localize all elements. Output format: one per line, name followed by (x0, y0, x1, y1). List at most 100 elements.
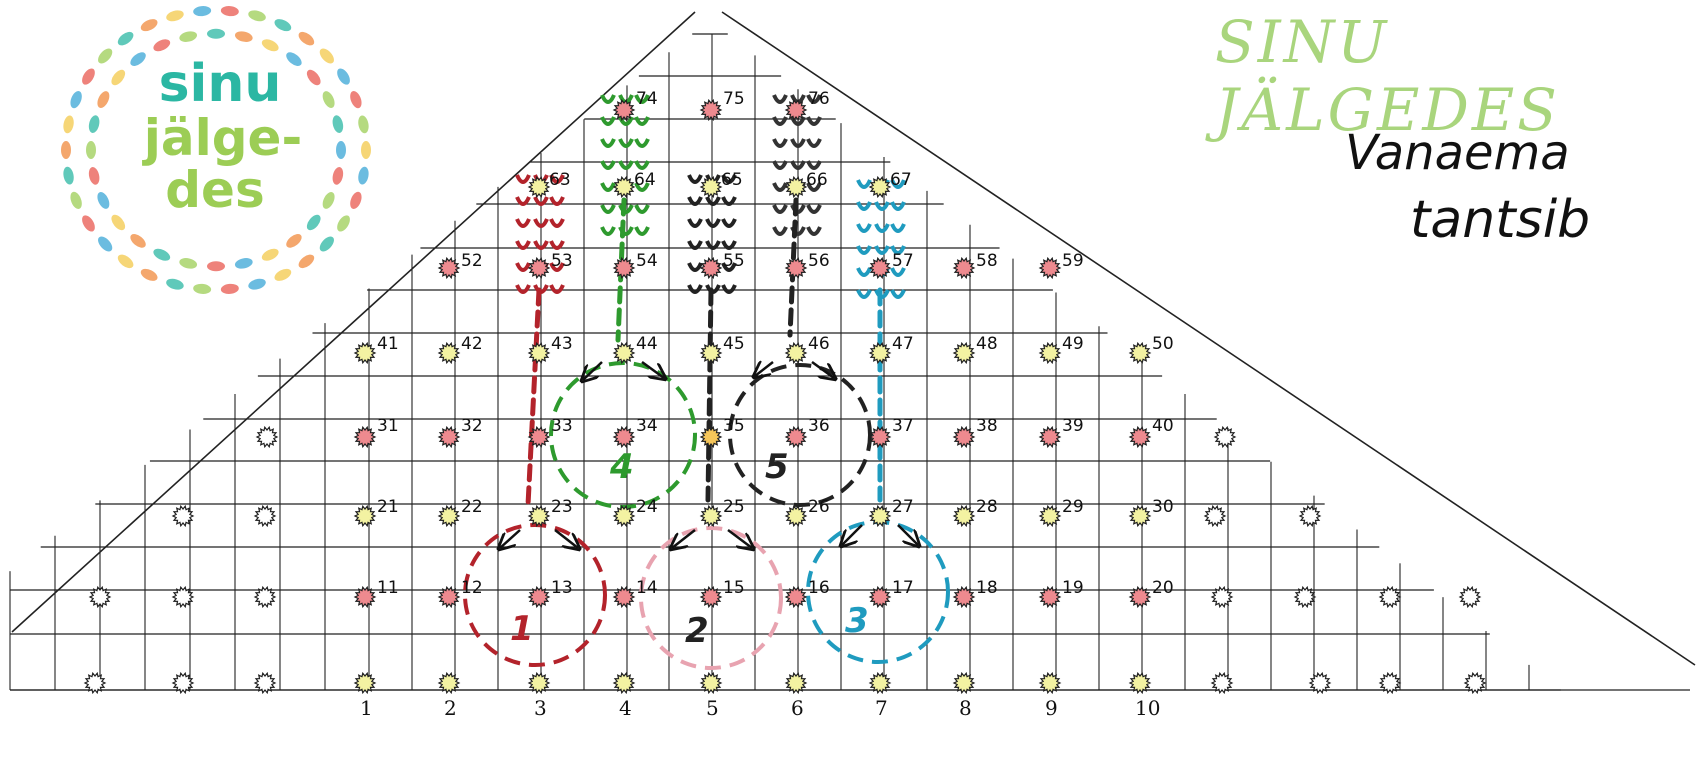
position-number-74: 74 (636, 89, 658, 109)
position-number-50: 50 (1152, 334, 1174, 354)
subtitle-line-2: tantsib (1410, 190, 1590, 250)
column-label-1: 1 (360, 696, 373, 720)
dot-yellow (529, 343, 549, 362)
position-number-44: 44 (636, 334, 658, 354)
position-number-46: 46 (808, 334, 830, 354)
circle-number-1: 1 (510, 609, 534, 649)
dot-yellow (701, 506, 721, 525)
position-number-38: 38 (976, 416, 998, 436)
position-number-21: 21 (377, 497, 399, 517)
logo-footprint (207, 261, 225, 271)
logo-footprint (68, 89, 84, 109)
logo-footprint (87, 114, 101, 134)
logo-line-2: jälge- (128, 113, 318, 163)
logo-footprint (151, 246, 172, 263)
position-number-16: 16 (808, 578, 830, 598)
dot-pink (614, 258, 634, 277)
position-number-18: 18 (976, 578, 998, 598)
logo-footprint (296, 252, 316, 271)
footprints-blue (858, 202, 904, 209)
position-number-12: 12 (461, 578, 483, 598)
logo-footprint (95, 46, 115, 66)
dot-pink (355, 427, 375, 446)
direction-arrow (500, 530, 520, 548)
dot-pink (1040, 427, 1060, 446)
circle-number-2: 2 (685, 611, 709, 651)
position-number-11: 11 (377, 578, 399, 598)
dot-yellow (786, 506, 806, 525)
logo-footprint (139, 266, 160, 283)
dot-yellow (1040, 506, 1060, 525)
position-number-45: 45 (723, 334, 745, 354)
dot-pink (954, 258, 974, 277)
footprints-red (517, 241, 563, 248)
brand-title: SINU JÄLGEDES (1215, 8, 1698, 144)
dot-pink (786, 258, 806, 277)
position-number-58: 58 (976, 251, 998, 271)
position-number-20: 20 (1152, 578, 1174, 598)
logo-footprint (348, 89, 364, 109)
logo-footprint (317, 46, 337, 66)
position-number-76: 76 (808, 89, 830, 109)
logo-line-3: des (130, 165, 300, 215)
position-number-49: 49 (1062, 334, 1084, 354)
dot-yellow (355, 343, 375, 362)
column-label-7: 7 (875, 696, 888, 720)
logo-footprint (273, 266, 294, 283)
logo-footprint (87, 166, 101, 186)
dot-pink (870, 427, 890, 446)
logo-footprint (193, 283, 212, 295)
logo-footprint (165, 9, 185, 24)
logo-footprint (234, 256, 254, 270)
position-number-48: 48 (976, 334, 998, 354)
position-number-15: 15 (723, 578, 745, 598)
logo-footprint (335, 213, 353, 234)
logo-footprint (86, 141, 96, 159)
position-number-65: 65 (721, 170, 743, 190)
dot-outer (255, 506, 275, 525)
circle-number-5: 5 (765, 447, 789, 487)
logo-footprint (335, 66, 353, 87)
logo-footprint (357, 166, 370, 186)
position-number-23: 23 (551, 497, 573, 517)
circle-number-4: 4 (609, 447, 634, 487)
dot-pink (439, 258, 459, 277)
dot-yellow (1130, 343, 1150, 362)
footprints-red (517, 219, 563, 226)
logo-footprint (234, 30, 254, 44)
dot-pink (439, 427, 459, 446)
position-number-59: 59 (1062, 251, 1084, 271)
circle-number-3: 3 (845, 601, 869, 641)
logo-footprint (320, 190, 337, 211)
logo-footprint (178, 30, 198, 44)
column-label-6: 6 (791, 696, 804, 720)
logo-footprint (304, 67, 323, 87)
dot-pink (1130, 427, 1150, 446)
logo-footprint (331, 114, 345, 134)
dot-yellow (529, 506, 549, 525)
position-number-24: 24 (636, 497, 658, 517)
dot-pink (786, 427, 806, 446)
logo-line-1: sinu (135, 58, 305, 110)
path-pink (708, 290, 711, 500)
dot-pink (614, 427, 634, 446)
logo-footprint (95, 190, 112, 211)
logo-footprint (139, 17, 160, 34)
column-label-3: 3 (534, 696, 547, 720)
dot-outer (257, 427, 277, 446)
position-number-26: 26 (808, 497, 830, 517)
position-number-55: 55 (723, 251, 745, 271)
logo-footprint (336, 141, 346, 159)
footprints-red (517, 197, 563, 204)
position-number-34: 34 (636, 416, 658, 436)
position-number-47: 47 (892, 334, 914, 354)
logo-footprint (207, 29, 225, 39)
logo-footprint (128, 231, 148, 250)
position-number-14: 14 (636, 578, 658, 598)
position-number-66: 66 (806, 170, 828, 190)
column-labels: 12345678910 (360, 696, 1160, 720)
logo-footprint (247, 9, 267, 24)
position-number-25: 25 (723, 497, 745, 517)
footprints-violet (774, 139, 820, 146)
logo-footprint (151, 37, 172, 54)
